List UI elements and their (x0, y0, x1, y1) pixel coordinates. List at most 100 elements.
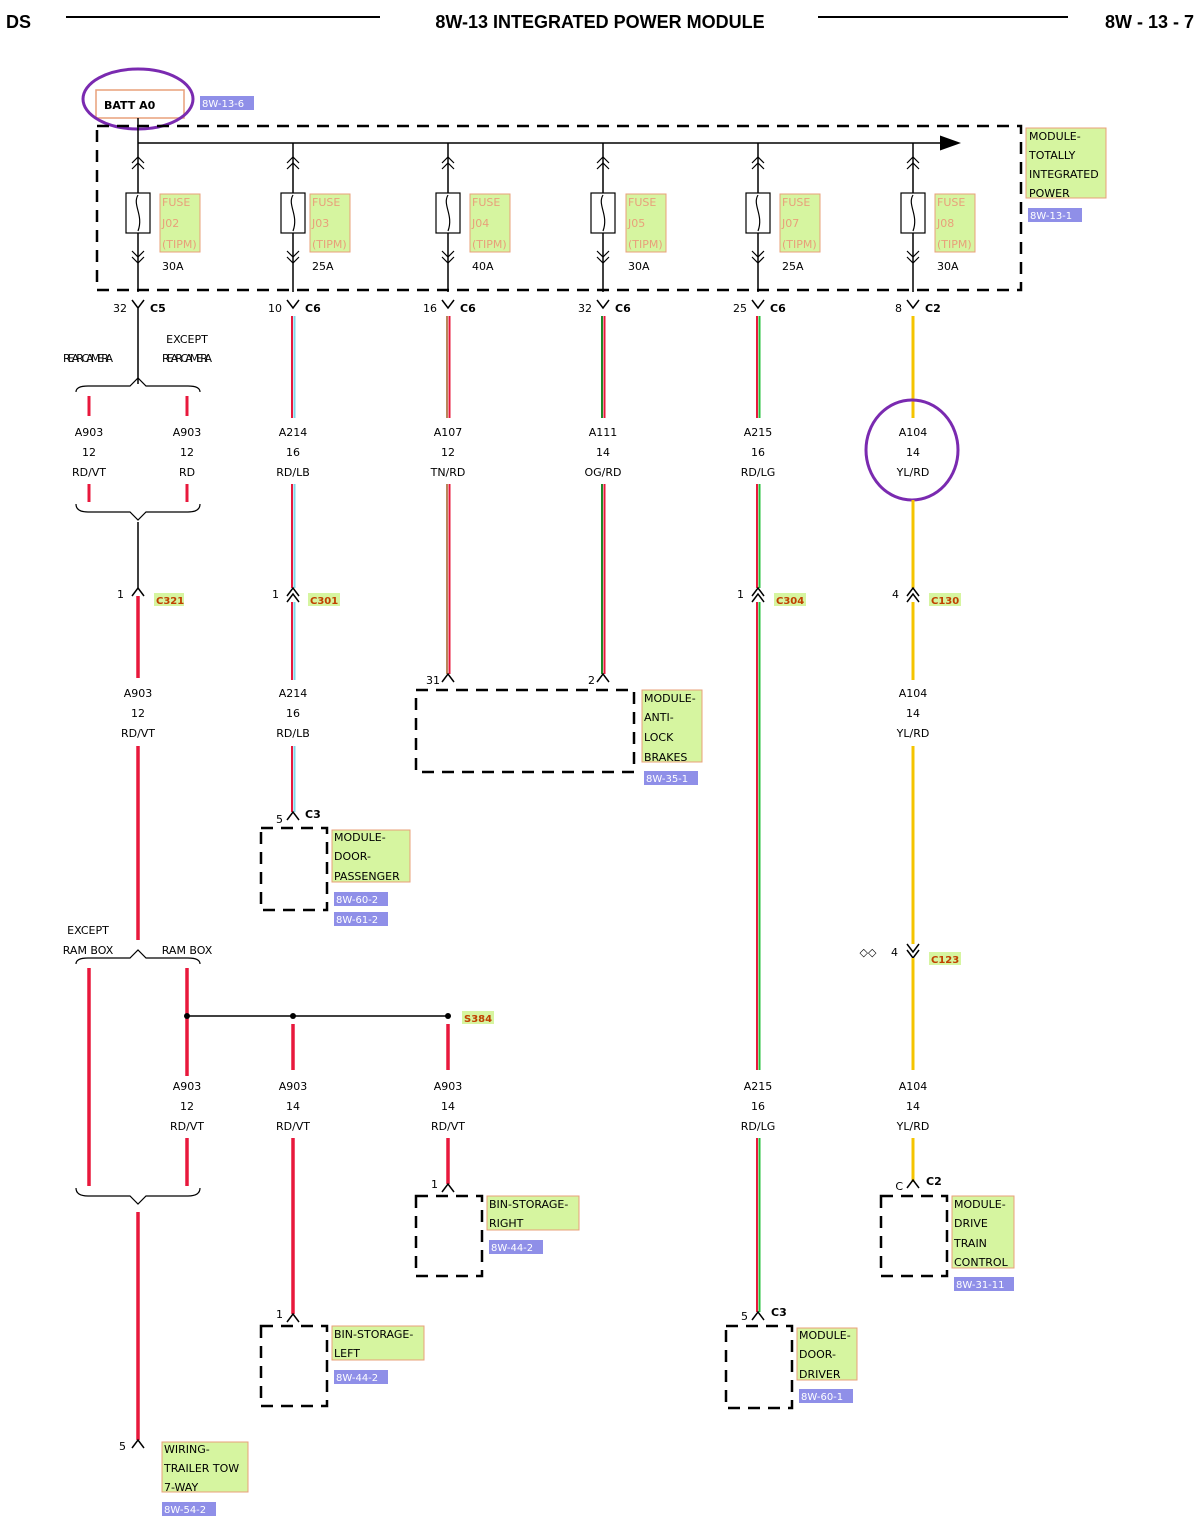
fuse-label-l2: J03 (311, 217, 329, 230)
wire-label-circuit: A215 (744, 1080, 773, 1093)
fuse-label-box (625, 193, 667, 253)
fuse-amps: 25A (312, 260, 334, 273)
battery-ref-box[interactable] (200, 96, 254, 110)
component-ref-box[interactable] (954, 1277, 1014, 1291)
option-brace-top (75, 377, 201, 393)
component-bin-storage-left: 1 BIN-STORAGE- LEFT 8W-44-2 (259, 1308, 425, 1408)
component-abs-module: MODULE- ANTI- LOCK BRAKES 8W-35-1 (414, 688, 703, 785)
fuse-element-icon (910, 194, 916, 232)
component-ref-box[interactable] (334, 892, 388, 906)
connector-name: C301 (310, 596, 338, 607)
component-ref-box[interactable] (489, 1240, 543, 1254)
wire-label-gauge: 12 (441, 446, 455, 459)
fuse-label-l3: (TIPM) (312, 238, 347, 251)
header-title: 8W-13 INTEGRATED POWER MODULE (435, 12, 764, 32)
connector-name: C2 (926, 1175, 942, 1188)
wire-label-color: RD/VT (276, 1120, 310, 1133)
fuse-column-2: FUSE J03 (TIPM) 25A (280, 143, 351, 292)
header-right: 8W - 13 - 7 (1105, 12, 1194, 32)
trailer-ref[interactable]: 8W-54-2 (164, 1505, 206, 1516)
connector-name: C2 (925, 302, 941, 315)
fuse-chevron-up (751, 156, 765, 170)
component-ref-box[interactable] (334, 1370, 388, 1384)
wire-label-circuit: A111 (589, 426, 618, 439)
tipm-ref-box[interactable] (1028, 208, 1082, 222)
wire-label-color: RD/VT (170, 1120, 204, 1133)
fuse-label-l3: (TIPM) (937, 238, 972, 251)
connector-icon (286, 810, 300, 821)
trailer-label-l1: WIRING- (164, 1443, 210, 1456)
wire-label-gauge: 16 (286, 707, 300, 720)
fuse-label-l1: FUSE (937, 196, 965, 209)
component-dashed-box (414, 688, 636, 774)
fuse-column-1: FUSE J02 (TIPM) 30A (125, 143, 201, 292)
battery-ref[interactable]: 8W-13-6 (202, 99, 244, 110)
fuse-chevron-down (751, 250, 765, 264)
connector-pin: 16 (423, 302, 437, 315)
component-ref[interactable]: 8W-61-2 (336, 915, 378, 926)
connector-pin: 31 (426, 674, 440, 687)
component-label-l2: DOOR- (799, 1348, 836, 1361)
wire-label-gauge: 14 (906, 1100, 920, 1113)
component-label-l4: CONTROL (954, 1256, 1009, 1269)
option-brace-ram-bottom (75, 1187, 201, 1205)
wire-label-gauge: 14 (906, 707, 920, 720)
connector-pin: 1 (272, 588, 279, 601)
option-brace-ram-top (75, 949, 201, 965)
connector-mark: ◇◇ (860, 946, 877, 959)
fuse-chevron-up (286, 156, 300, 170)
fuse-chevron-down (441, 250, 455, 264)
fuse-chevron-up (441, 156, 455, 170)
wire-label-color: RD/VT (72, 466, 106, 479)
circuit-a107: A107 12 TN/RD 31 (426, 316, 465, 687)
component-label-box (796, 1327, 858, 1381)
fuse-element-icon (445, 194, 451, 232)
tipm-dashed-box (95, 124, 1023, 292)
component-ref-box[interactable] (334, 912, 388, 926)
component-label-box (331, 1325, 425, 1361)
component-ref-box[interactable] (799, 1389, 853, 1403)
connector-pin: 5 (119, 1440, 126, 1453)
trailer-ref-box[interactable] (162, 1502, 216, 1516)
component-label-l2: DRIVE (954, 1217, 988, 1230)
connector-c123-icon (906, 943, 920, 960)
connector-c6-b: 16 C6 (423, 299, 476, 315)
fuse-amps: 30A (162, 260, 184, 273)
connector-name: C304 (776, 596, 804, 607)
fuse-label-box (469, 193, 511, 253)
component-ref[interactable]: 8W-60-1 (801, 1392, 843, 1403)
tipm-ref[interactable]: 8W-13-1 (1030, 211, 1072, 222)
connector-name: C3 (305, 808, 321, 821)
connector-label-box (308, 593, 340, 606)
header-left: DS (6, 12, 31, 32)
connector-pin: 2 (588, 674, 595, 687)
component-ref[interactable]: 8W-35-1 (646, 774, 688, 785)
wire-label-color: RD/VT (121, 727, 155, 740)
component-label-l1: MODULE- (334, 831, 386, 844)
splice-label: S384 (464, 1014, 492, 1025)
connector-c321-icon (131, 586, 145, 597)
component-ref[interactable]: 8W-44-2 (336, 1373, 378, 1384)
connector-pin: 1 (117, 588, 124, 601)
connector-name: C6 (305, 302, 321, 315)
component-ref-box[interactable] (644, 771, 698, 785)
fuse-chevron-down (906, 250, 920, 264)
component-ref[interactable]: 8W-31-11 (956, 1280, 1005, 1291)
connector-name: C6 (770, 302, 786, 315)
component-ref[interactable]: 8W-60-2 (336, 895, 378, 906)
connector-c130-icon (906, 586, 920, 603)
fuse-column-5: FUSE J07 (TIPM) 25A (745, 143, 821, 292)
wire-label-gauge: 12 (180, 1100, 194, 1113)
connector-pin: 1 (276, 1308, 283, 1321)
component-label-l3: LOCK (644, 731, 674, 744)
connector-y-icon (131, 299, 145, 316)
splice-label-box (462, 1011, 494, 1024)
fuse-label-l2: J02 (161, 217, 179, 230)
component-ref[interactable]: 8W-44-2 (491, 1243, 533, 1254)
component-label-l1: MODULE- (954, 1198, 1006, 1211)
tipm-label-line-2: TOTALLY (1028, 149, 1076, 162)
wire-label-circuit: A903 (124, 687, 153, 700)
component-door-driver: 5 C3 MODULE- DOOR- DRIVER 8W-60-1 (724, 1306, 858, 1410)
component-label-l1: MODULE- (799, 1329, 851, 1342)
